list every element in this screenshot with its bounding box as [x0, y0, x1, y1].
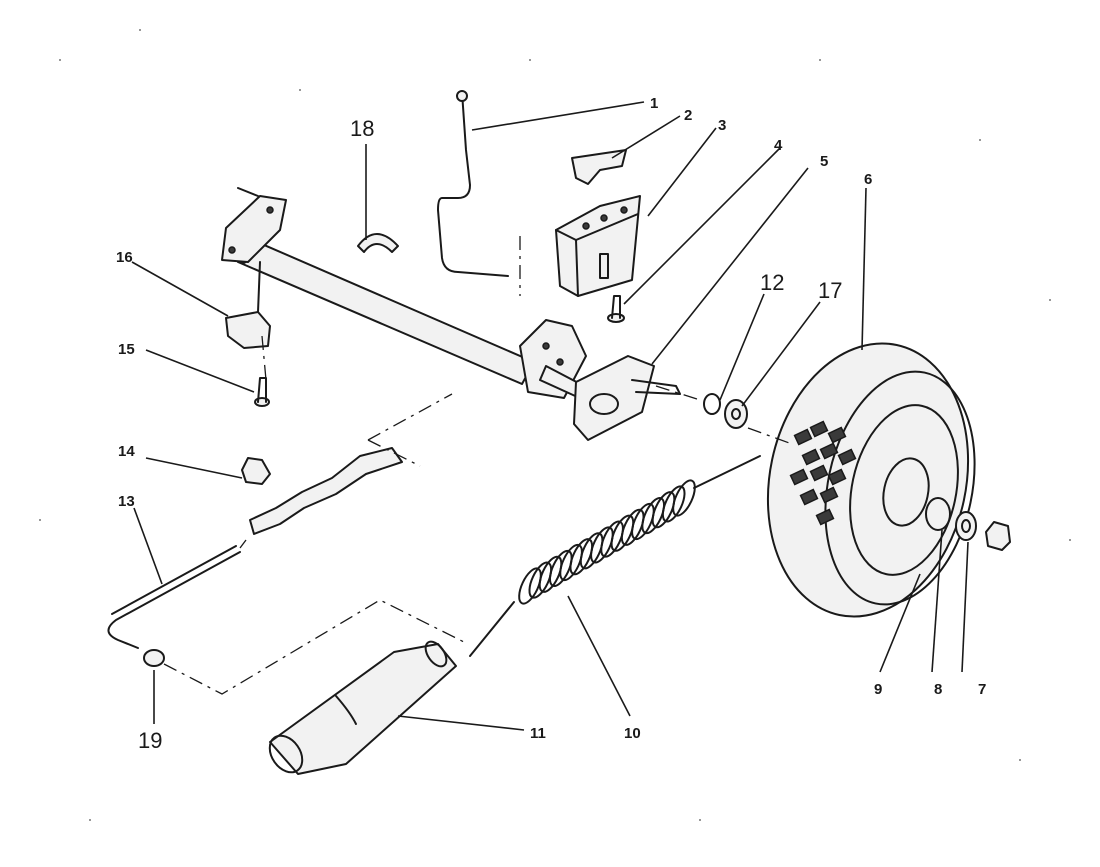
callout-2: 2 [684, 107, 692, 124]
callout-18: 18 [350, 116, 374, 141]
part-11-roller [268, 640, 457, 775]
part-13-rod [107, 545, 241, 649]
callout-8: 8 [934, 681, 942, 698]
callout-6: 6 [864, 171, 872, 188]
tread-block [819, 442, 839, 460]
part-18-clip [357, 233, 399, 253]
tread-block [799, 488, 819, 506]
part-8-washer [955, 511, 977, 541]
callout-11: 11 [530, 725, 546, 742]
callout-15: 15 [118, 341, 135, 358]
part-5-flange-plate [573, 355, 681, 441]
callout-14: 14 [118, 443, 135, 460]
tread-block [793, 428, 813, 446]
callout-4: 4 [774, 137, 783, 154]
tread-block [801, 448, 821, 466]
tread-block [819, 486, 839, 504]
tread-block [815, 508, 835, 526]
callout-1: 1 [650, 95, 658, 112]
callout-12: 12 [760, 270, 784, 295]
part-4-screw [607, 295, 625, 323]
callout-9: 9 [874, 681, 882, 698]
part-19-nut [143, 649, 165, 667]
part-9-hub [925, 497, 951, 531]
callout-5: 5 [820, 153, 828, 170]
part-6-wheel [766, 342, 976, 618]
callout-10: 10 [624, 725, 641, 742]
callout-19: 19 [138, 728, 162, 753]
tread-block [809, 464, 829, 482]
tread-block [837, 448, 857, 466]
part-14-knob [241, 457, 271, 485]
part-7-nut [985, 521, 1011, 551]
part-15-bolt [254, 377, 270, 407]
left-axle-flange [221, 187, 287, 263]
assembly-lines [163, 236, 793, 695]
part-3-bracket [555, 195, 641, 297]
part-10-spring [469, 455, 761, 657]
part-1-lever-rod [437, 90, 509, 277]
axle-tube [235, 236, 535, 385]
spring-coil [672, 479, 696, 517]
callout-3: 3 [718, 117, 726, 134]
callout-13: 13 [118, 493, 135, 510]
callout-17: 17 [818, 278, 842, 303]
part-16-clamp [225, 261, 271, 349]
callout-labels: 1 2 3 4 5 6 7 8 9 10 11 12 13 14 15 16 1… [116, 95, 986, 753]
callout-16: 16 [116, 249, 133, 266]
part-17-washer [724, 399, 748, 429]
part-12-washer [703, 393, 721, 415]
leader-lines [131, 101, 969, 731]
tread-block [827, 426, 847, 444]
tread-block [809, 420, 829, 438]
tread-block [789, 468, 809, 486]
scan-specks [39, 29, 1071, 821]
callout-7: 7 [978, 681, 986, 698]
tread-block [827, 468, 847, 486]
linkage-arm [249, 447, 403, 535]
